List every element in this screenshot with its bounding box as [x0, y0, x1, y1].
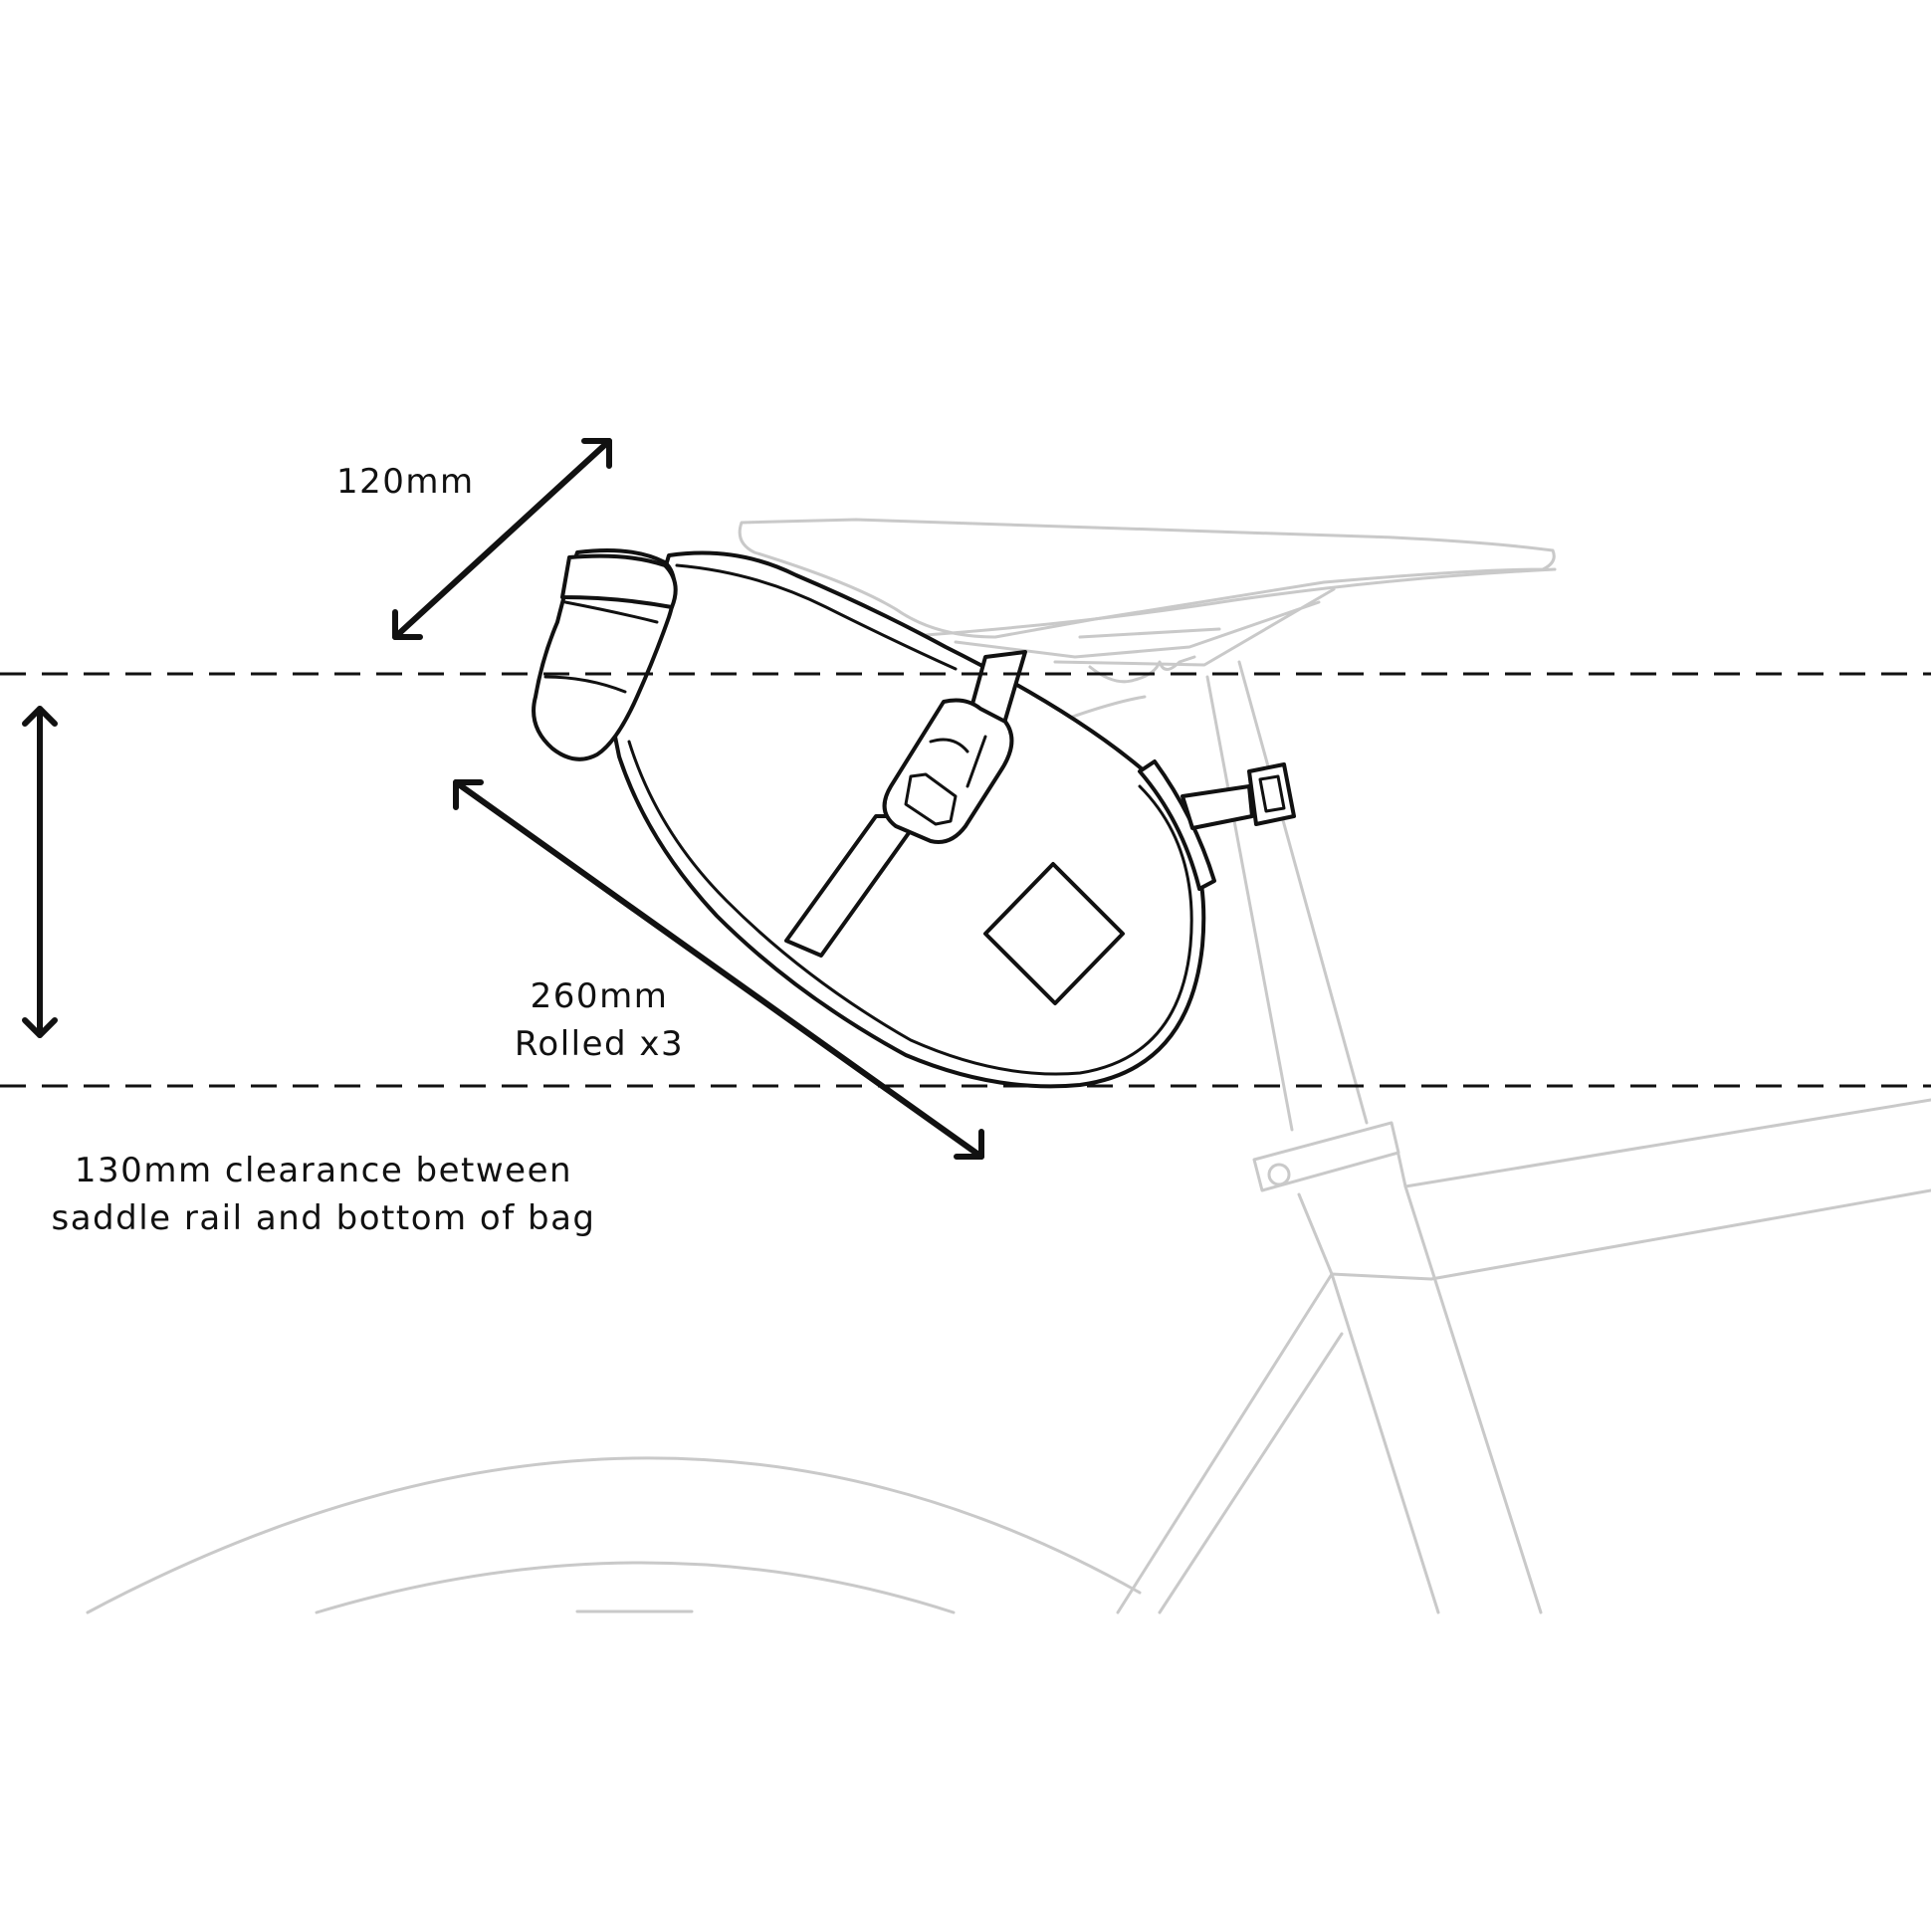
width-label: 120mm	[336, 462, 475, 502]
labels: 120mm 260mm Rolled x3 130mm clearance be…	[51, 462, 684, 1238]
rear-strap-pad	[1138, 759, 1216, 891]
bike-outline	[86, 518, 1931, 1614]
front-buckle-inner	[904, 772, 958, 826]
seatpost-buckle-inner	[1258, 774, 1286, 813]
saddle-rails	[954, 587, 1336, 667]
dimension-markers	[0, 438, 1931, 1160]
saddle-clamp-lower	[1065, 695, 1147, 721]
bag-seam	[627, 740, 1193, 1076]
front-buckle	[882, 698, 1014, 844]
rear-wheel-inner	[315, 1561, 956, 1614]
clearance-arrow	[22, 706, 58, 1038]
bag-logo-patch	[983, 862, 1125, 1005]
seat-clamp-bolt	[1267, 1163, 1291, 1186]
top-tube	[1403, 1098, 1931, 1281]
seat-post	[1205, 660, 1369, 1132]
length-note-label: Rolled x3	[515, 1024, 684, 1064]
seat-stay	[1116, 1272, 1344, 1614]
saddle-clamp	[1088, 655, 1196, 684]
clearance-label-line1: 130mm clearance between	[75, 1151, 572, 1190]
seatpost-buckle	[1247, 762, 1296, 826]
saddle-bag	[532, 547, 1296, 1089]
bag-top-edge	[675, 563, 958, 671]
length-label: 260mm	[531, 976, 669, 1016]
seat-clamp	[1252, 1121, 1400, 1192]
clearance-label-line2: saddle rail and bottom of bag	[51, 1198, 595, 1238]
width-arrow	[392, 438, 612, 640]
seatpost-strap	[1180, 784, 1254, 830]
top-tube-joint	[1330, 1272, 1433, 1281]
length-arrow	[453, 779, 984, 1160]
saddle-base	[924, 567, 1557, 637]
saddle	[738, 518, 1556, 639]
bag-rolled-band	[543, 600, 659, 694]
rear-wheel-outer	[86, 1456, 1142, 1614]
front-buckle-line	[929, 735, 987, 788]
bag-rolled-cap	[560, 553, 678, 609]
seat-tube	[1297, 1153, 1543, 1614]
